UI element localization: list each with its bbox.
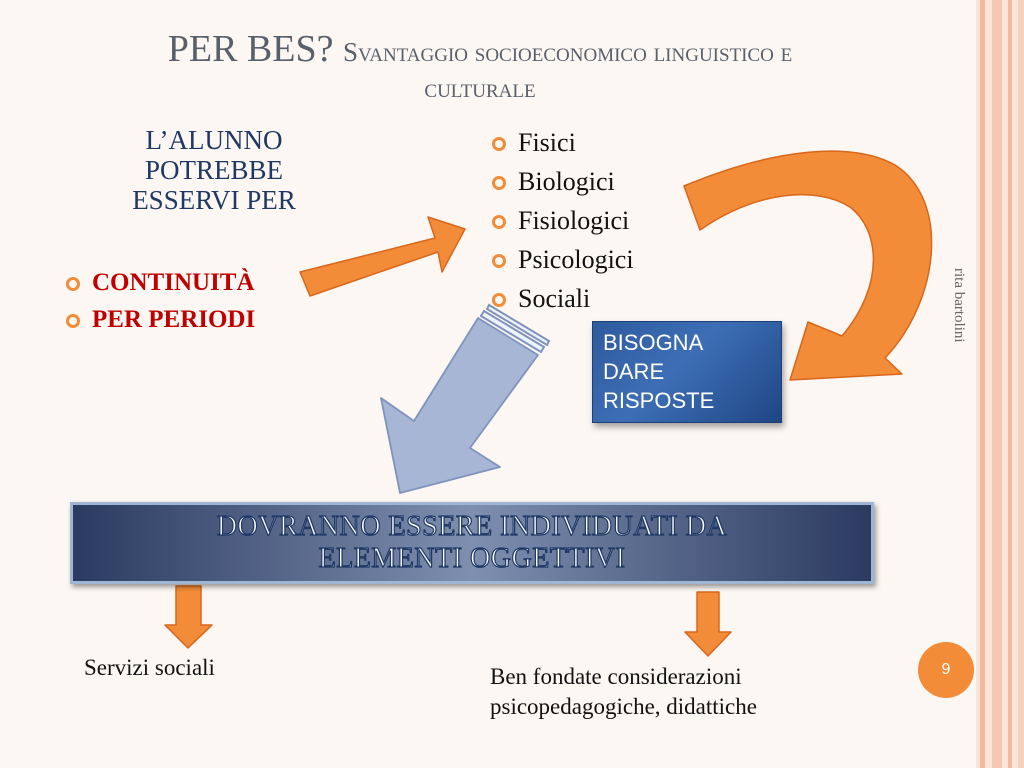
bullet-sociali: Sociali — [488, 279, 634, 318]
dovranno-line-1: DOVRANNO ESSERE INDIVIDUATI DA — [216, 510, 728, 542]
intro-text: L’ALUNNO POTREBBE ESSERVI PER — [94, 125, 334, 215]
arrow-down-left-icon — [380, 317, 539, 494]
bisogna-line-1: BISOGNA — [603, 330, 704, 355]
bisogna-line-3: RISPOSTE — [603, 388, 715, 413]
right-bullet-list: Fisici Biologici Fisiologici Psicologici… — [488, 123, 634, 318]
slide-title: PER BES? Svantaggio socioeconomico lingu… — [0, 26, 960, 75]
decorative-stripes — [976, 0, 1024, 768]
intro-line-2: POTREBBE — [144, 155, 284, 185]
bullet-continuita: CONTINUITÀ — [62, 264, 255, 301]
bullet-per-periodi: PER PERIODI — [62, 301, 255, 338]
intro-line-1: L’ALUNNO — [145, 125, 283, 155]
bullet-psicologici: Psicologici — [488, 240, 634, 279]
title-subtitle-part2: culturale — [424, 73, 536, 103]
arrow-right-icon — [299, 216, 466, 297]
title-main: PER BES? — [167, 28, 334, 70]
title-subtitle-part1: Svantaggio socioeconomico linguistico e — [342, 37, 793, 67]
considerazioni-line-2: psicopedagogiche, didattiche — [490, 694, 757, 719]
considerazioni-text: Ben fondate considerazioni psicopedagogi… — [490, 662, 757, 722]
dovranno-line-2: ELEMENTI OGGETTIVI — [318, 542, 626, 574]
bullet-fisiologici: Fisiologici — [488, 201, 634, 240]
arrow-down-icon — [164, 585, 213, 649]
bullet-biologici: Biologici — [488, 162, 634, 201]
bullet-fisici: Fisici — [488, 123, 634, 162]
side-author-label: rita bartolini — [951, 268, 967, 343]
bisogna-box: BISOGNA DARE RISPOSTE — [592, 321, 782, 423]
considerazioni-line-1: Ben fondate considerazioni — [490, 664, 742, 689]
servizi-sociali-text: Servizi sociali — [84, 655, 215, 680]
intro-line-3: ESSERVI PER — [132, 185, 296, 215]
left-bullet-list: CONTINUITÀ PER PERIODI — [62, 264, 255, 338]
dovranno-banner: DOVRANNO ESSERE INDIVIDUATI DA ELEMENTI … — [70, 502, 874, 584]
arrow-down-icon — [684, 591, 732, 657]
page-number-badge: 9 — [918, 642, 974, 698]
bisogna-line-2: DARE — [603, 359, 665, 384]
